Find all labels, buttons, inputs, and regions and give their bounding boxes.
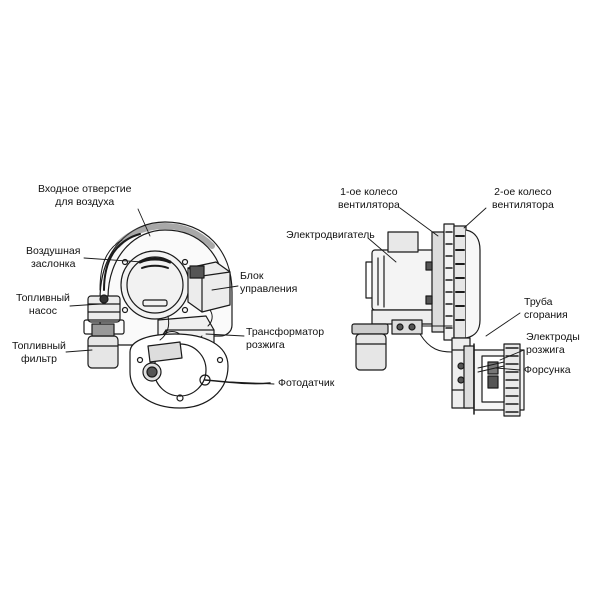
label-electric-motor: Электродвигатель (286, 229, 375, 241)
control-unit-box (187, 261, 231, 313)
label-fuel-filter: Топливный фильтр (12, 340, 66, 365)
label-fan-wheel-2: 2-ое колесо вентилятора (492, 186, 554, 211)
label-nozzle: Форсунка (524, 364, 571, 376)
label-fuel-pump: Топливный насос (16, 292, 70, 317)
air-inlet-opening (115, 223, 215, 249)
front-view-burner (83, 221, 271, 409)
label-ignition-transformer: Трансформатор розжига (246, 326, 325, 351)
label-combustion-tube: Труба сгорания (524, 296, 568, 321)
label-air-inlet: Входное отверстие для воздуха (38, 183, 132, 208)
nozzle-assembly (477, 355, 505, 403)
side-flange (451, 337, 475, 409)
side-fuel-filter (351, 323, 389, 371)
label-photosensor: Фотодатчик (278, 377, 335, 389)
label-air-damper: Воздушная заслонка (26, 245, 81, 270)
side-view-burner (351, 223, 525, 417)
leader-lines (65, 207, 525, 385)
label-ignition-electrodes: Электроды розжига (526, 331, 580, 356)
side-fan-housing (425, 223, 481, 341)
fuel-filter-body (87, 323, 119, 369)
label-fan-wheel-1: 1-ое колесо вентилятора (338, 186, 400, 211)
electric-motor-body (365, 231, 435, 325)
label-control-unit: Блок управления (240, 270, 298, 295)
fuel-pump-body (83, 294, 125, 335)
mounting-flange (129, 333, 229, 409)
